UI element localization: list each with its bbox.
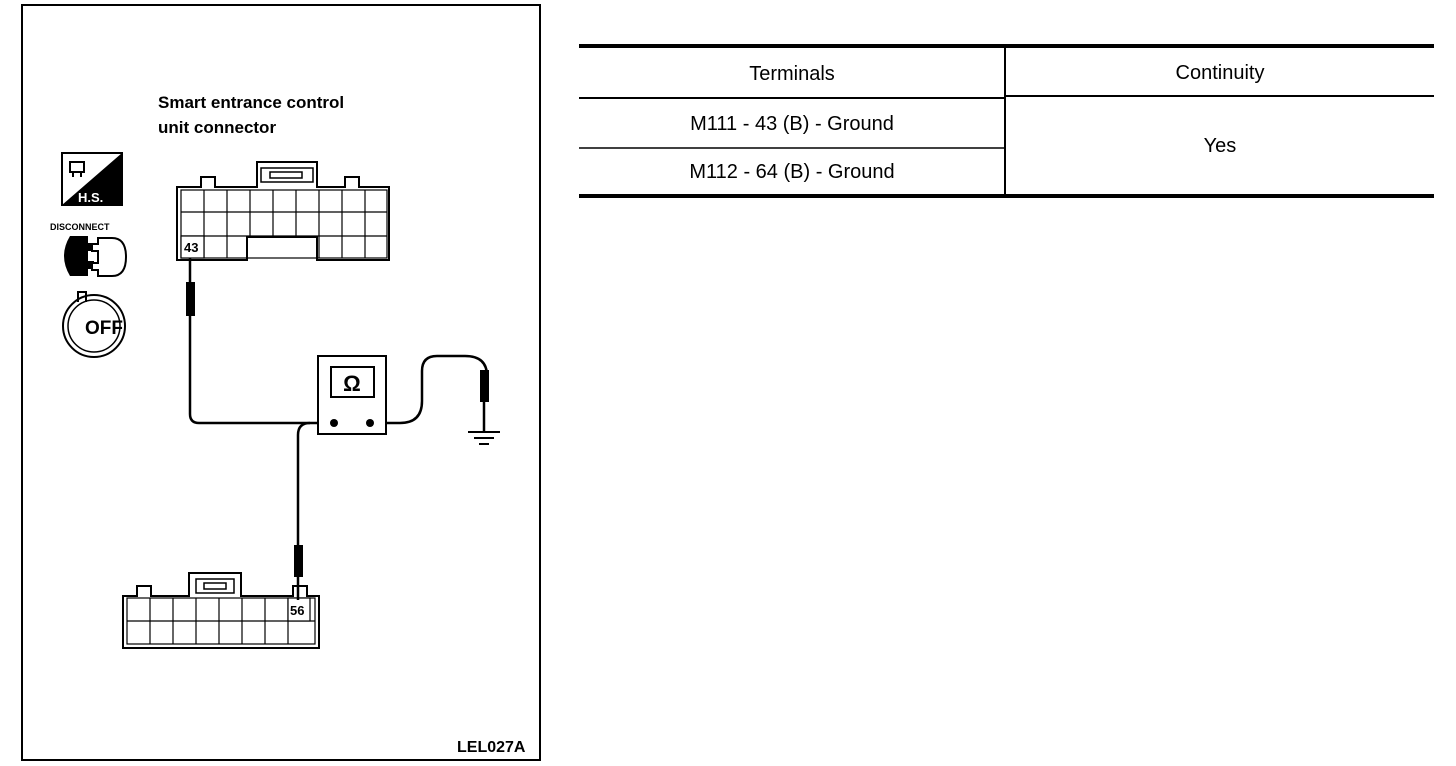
header-terminals: Terminals <box>749 63 835 85</box>
continuity-table: Terminals Continuity M111 - 43 (B) - Gro… <box>579 44 1434 198</box>
disconnect-label: DISCONNECT <box>50 222 110 232</box>
off-label: OFF <box>85 318 123 339</box>
top-connector: 43 <box>176 161 390 261</box>
ignition-off-icon: OFF <box>62 291 126 358</box>
ground-icon <box>468 431 500 445</box>
pin-bottom-label: 56 <box>290 603 304 618</box>
header-continuity: Continuity <box>1176 62 1265 84</box>
connector-label-line2: unit connector <box>158 118 276 137</box>
diagram-frame <box>21 4 541 761</box>
row-terminals-2: M112 - 64 (B) - Ground <box>689 161 894 183</box>
hs-label: H.S. <box>78 190 103 205</box>
ohmmeter-icon: Ω <box>317 355 387 435</box>
connector-label-line1: Smart entrance control <box>158 93 344 112</box>
probe-top <box>186 282 195 316</box>
bottom-connector: 56 <box>122 572 320 649</box>
continuity-value: Yes <box>1204 135 1237 157</box>
probe-ground <box>480 370 489 402</box>
pin-top-label: 43 <box>184 240 198 255</box>
harness-side-icon: H.S. <box>61 152 123 206</box>
probe-bottom <box>294 545 303 577</box>
test-leads <box>188 258 489 600</box>
meter-symbol: Ω <box>343 371 361 396</box>
figure-id: LEL027A <box>457 739 526 756</box>
disconnect-icon: DISCONNECT <box>50 222 128 277</box>
row-terminals-1: M111 - 43 (B) - Ground <box>690 113 894 135</box>
